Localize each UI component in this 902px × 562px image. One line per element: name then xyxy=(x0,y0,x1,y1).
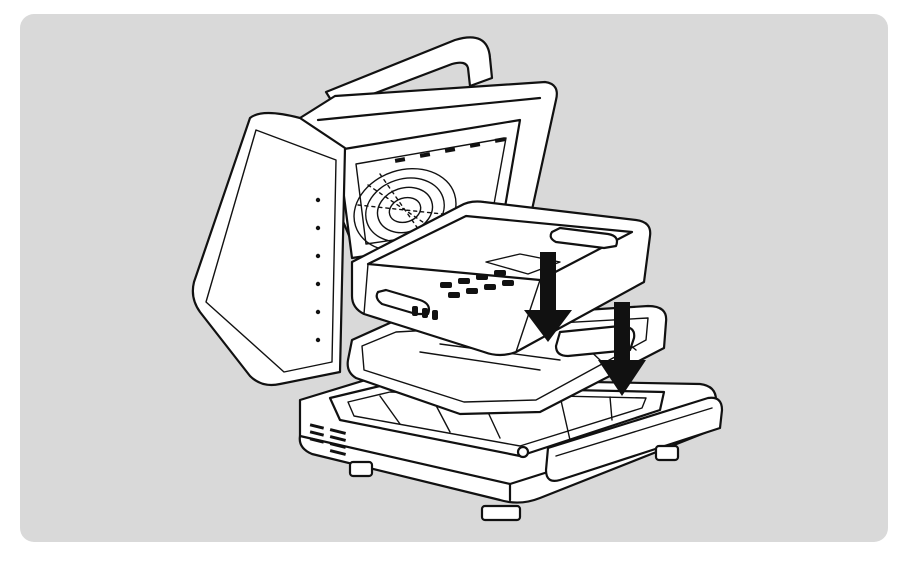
door-rim-dots xyxy=(315,197,321,343)
down-arrow-icon xyxy=(598,302,646,396)
side-door xyxy=(191,111,347,387)
foot-center xyxy=(480,504,522,522)
basket-handle-right xyxy=(549,226,619,250)
cooking-basket xyxy=(350,200,652,357)
basket-holes xyxy=(412,270,514,320)
base-side-vents xyxy=(309,423,347,456)
foot-right xyxy=(654,444,680,462)
lid-vent-slots xyxy=(394,137,506,163)
base-unit xyxy=(298,376,724,522)
foot-left xyxy=(348,460,374,478)
down-arrow-icon xyxy=(524,252,572,342)
control-knob xyxy=(516,445,530,459)
